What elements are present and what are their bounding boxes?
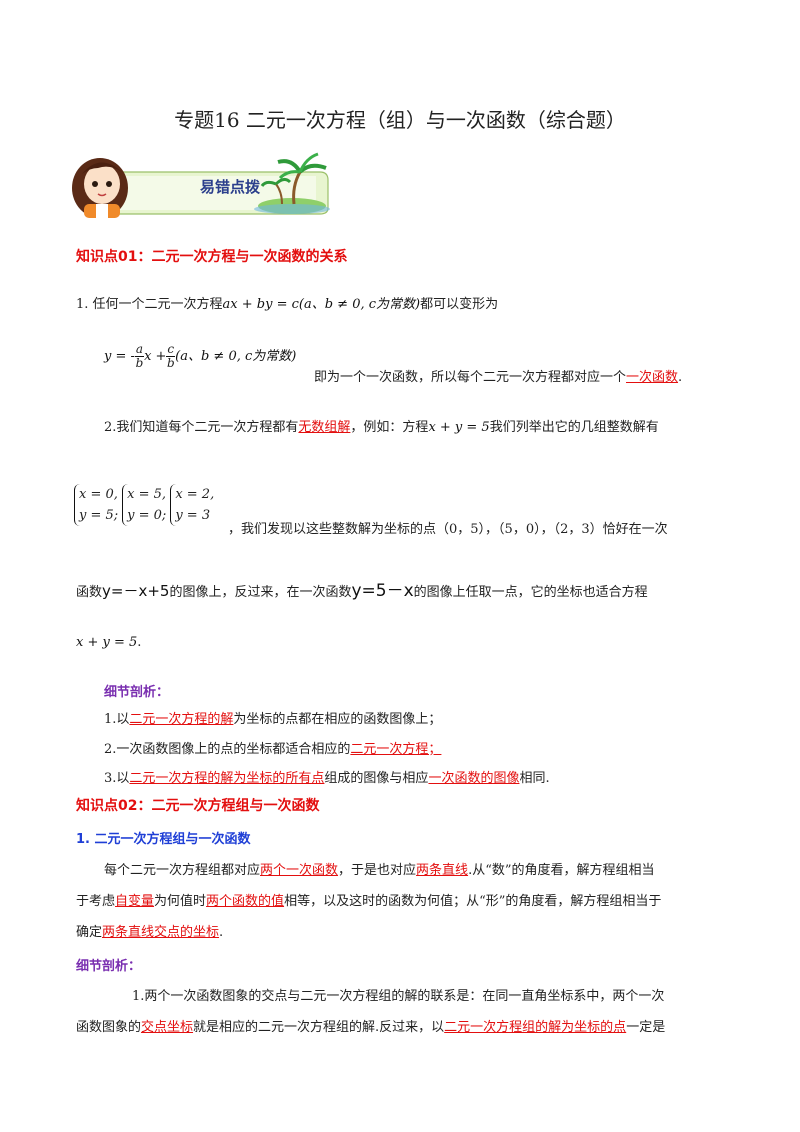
solution-system-1: x = 0,y = 5; (74, 484, 118, 526)
equation-y-neg-x-plus-5: y=－x+5 (102, 582, 170, 600)
kp1-solution-systems: x = 0,y = 5;x = 5,y = 0;x = 2,y = 3 (74, 484, 218, 526)
kp1-paragraph-6: x + y = 5. (76, 635, 142, 650)
kp1-p2-mid: x + (144, 349, 167, 364)
underline-linear-function: 一次函数 (626, 370, 679, 385)
kp1-p1-post: 都可以变形为 (420, 297, 499, 312)
detail-heading-2: 细节剖析： (76, 959, 142, 974)
underline-infinite-solutions: 无数组解 (298, 420, 351, 435)
solution-system-3: x = 2,y = 3 (170, 484, 214, 526)
detail-item-3: 3.以二元一次方程的解为坐标的所有点组成的图像与相应一次函数的图像相同. (104, 771, 550, 786)
kp1-p2-tail: (a、b ≠ 0, c为常数) (175, 349, 297, 364)
kp1-paragraph-4: ，我们发现以这些整数解为坐标的点（0，5），（5，0），（2，3）恰好在一次 (228, 522, 668, 537)
section-heading-kp01: 知识点01：二元一次方程与一次函数的关系 (76, 249, 348, 265)
banner-label: 易错点拨 (199, 178, 260, 196)
subsection-heading: 1. 二元一次方程组与一次函数 (76, 832, 251, 847)
kp2-line-4: 1.两个一次函数图象的交点与二元一次方程组的解的联系是：在同一直角坐标系中，两个… (132, 989, 665, 1004)
kp1-p2-y: y = - (104, 349, 135, 364)
kp1-p1-equation: ax + by = c(a、b ≠ 0, c为常数) (222, 297, 421, 312)
kp1-p1-pre: 1. 任何一个二元一次方程 (76, 297, 223, 312)
solution-system-2: x = 5,y = 0; (122, 484, 166, 526)
detail-item-2: 2.一次函数图像上的点的坐标都适合相应的二元一次方程； (104, 742, 442, 757)
detail-item-1: 1.以二元一次方程的解为坐标的点都在相应的函数图像上； (104, 712, 442, 727)
page-title: 专题16 二元一次方程（组）与一次函数（综合题） (174, 108, 626, 132)
kp1-paragraph-3: 2.我们知道每个二元一次方程都有无数组解，例如：方程x + y = 5我们列举出… (104, 420, 659, 435)
kp2-line-5: 函数图象的交点坐标就是相应的二元一次方程组的解.反过来，以二元一次方程组的解为坐… (76, 1020, 666, 1035)
kp2-line-3: 确定两条直线交点的坐标. (76, 925, 224, 940)
equation-y-5-minus-x: y=5－x (351, 581, 414, 601)
kp1-paragraph-5: 函数y=－x+5的图像上，反过来，在一次函数y=5－x的图像上任取一点，它的坐标… (76, 581, 648, 601)
kp2-line-2: 于考虑自变量为何值时两个函数的值相等，以及这时的函数为何值；从“形”的角度看，解… (76, 894, 662, 909)
banner-illustration (72, 152, 330, 218)
kp1-p3-equation: x + y = 5 (428, 420, 490, 435)
tip-banner: 易错点拨 (70, 146, 332, 218)
kp2-line-1: 每个二元一次方程组都对应两个一次函数，于是也对应两条直线.从“数”的角度看，解方… (104, 863, 655, 878)
kp1-paragraph-1: 1. 任何一个二元一次方程ax + by = c(a、b ≠ 0, c为常数)都… (76, 293, 498, 312)
section-heading-kp02: 知识点02：二元一次方程组与一次函数 (76, 798, 320, 814)
kp1-paragraph-2-text: 即为一个一次函数，所以每个二元一次方程都对应一个一次函数. (314, 370, 683, 385)
detail-heading-1: 细节剖析： (104, 685, 170, 700)
